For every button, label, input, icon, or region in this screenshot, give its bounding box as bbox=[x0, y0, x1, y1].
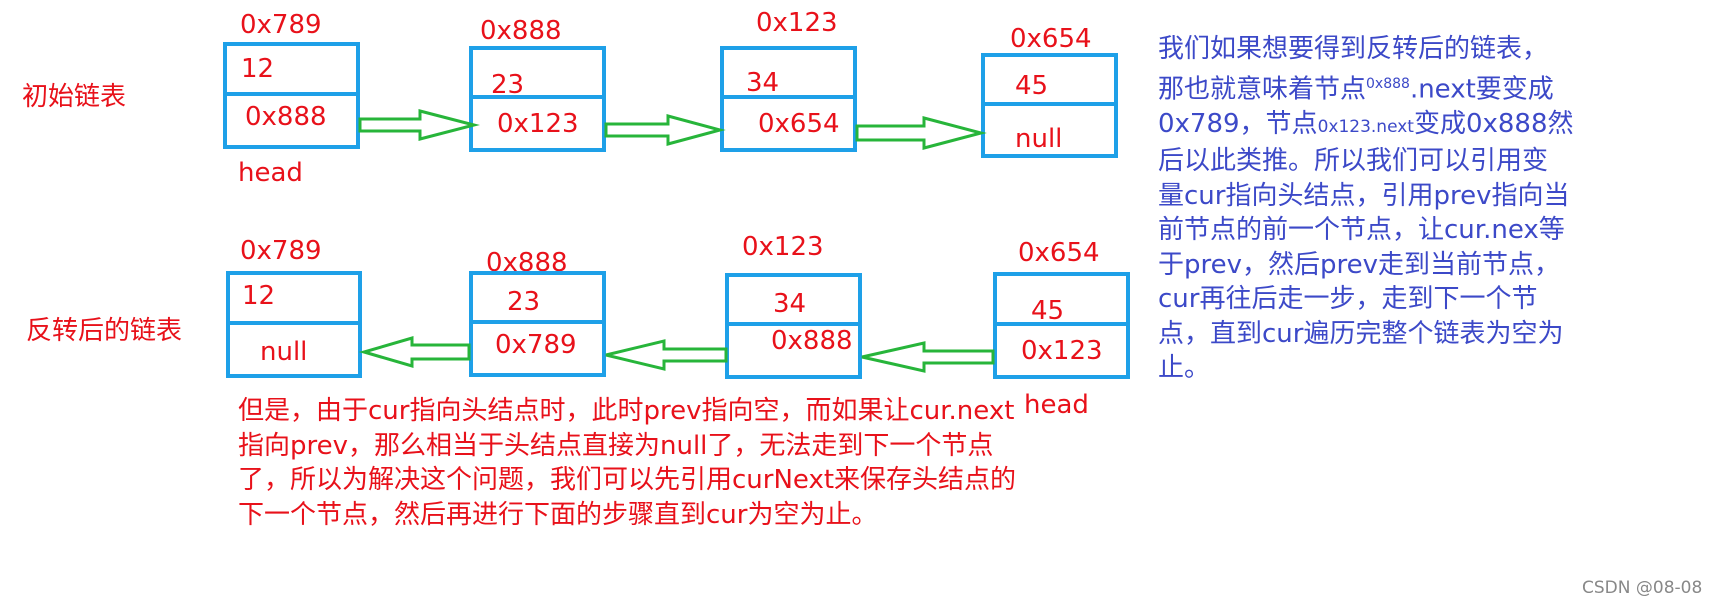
node-value: 23 bbox=[473, 50, 602, 100]
note-line: 那也就意味着节点0x888.next要变成 bbox=[1158, 67, 1718, 107]
note-line: 于prev，然后prev走到当前节点， bbox=[1158, 249, 1561, 280]
node-next: 0x789 bbox=[495, 330, 577, 360]
node-next: 0x123 bbox=[1021, 335, 1103, 366]
list-node: 45 null bbox=[981, 53, 1118, 158]
note-line: 了，所以为解决这个问题，我们可以先引用curNext来保存头结点的 bbox=[238, 465, 1017, 495]
node-value: 45 bbox=[997, 276, 1126, 326]
right-arrow-icon bbox=[358, 109, 480, 141]
reversed-list-title: 反转后的链表 bbox=[26, 316, 183, 346]
node-address: 0x123 bbox=[756, 8, 838, 38]
node-value: 34 bbox=[729, 277, 858, 326]
note-line: 指向prev，那么相当于头结点直接为null了，无法走到下一个节点 bbox=[238, 430, 994, 461]
head-label: head bbox=[1024, 390, 1089, 420]
note-red: 但是，由于cur指向头结点时，此时prev指向空，而如果让cur.next 指向… bbox=[238, 394, 1038, 532]
note-superscript: 0x888 bbox=[1366, 75, 1410, 92]
original-list-title: 初始链表 bbox=[22, 82, 127, 112]
node-value: 45 bbox=[985, 57, 1114, 106]
note-blue: 我们如果想要得到反转后的链表， 那也就意味着节点0x888.next要变成 0x… bbox=[1158, 32, 1718, 386]
list-node: 23 0x789 bbox=[469, 271, 606, 377]
left-arrow-icon bbox=[605, 339, 728, 371]
note-line: 点，直到cur遍历完整个链表为空为 bbox=[1158, 318, 1564, 349]
right-arrow-icon bbox=[604, 114, 726, 146]
list-node: 12 0x888 bbox=[223, 42, 360, 149]
node-value: 12 bbox=[230, 275, 358, 325]
note-text: .next要变成 bbox=[1409, 74, 1554, 105]
list-node: 45 0x123 bbox=[993, 272, 1130, 379]
node-next: null bbox=[260, 336, 308, 367]
note-line: 下一个节点，然后再进行下面的步骤直到cur为空为止。 bbox=[238, 499, 878, 530]
watermark: CSDN @08-08 bbox=[1582, 578, 1703, 598]
note-line: 止。 bbox=[1158, 353, 1211, 384]
note-line: 后以此类推。所以我们可以引用变 bbox=[1158, 146, 1549, 177]
list-node: 12 null bbox=[226, 271, 362, 378]
node-value: 34 bbox=[724, 50, 853, 99]
node-address: 0x123 bbox=[742, 232, 824, 262]
node-value: 23 bbox=[473, 275, 602, 324]
node-address: 0x654 bbox=[1018, 238, 1100, 268]
node-next: null bbox=[1015, 123, 1063, 154]
note-text: 那也就意味着节点 bbox=[1158, 74, 1367, 105]
note-line: 0x789，节点0x123.next变成0x888然 bbox=[1158, 107, 1718, 145]
list-node: 34 0x654 bbox=[720, 46, 857, 152]
node-value: 12 bbox=[227, 46, 356, 96]
node-next: 0x123 bbox=[497, 109, 579, 139]
node-next: 0x888 bbox=[771, 326, 853, 356]
node-address: 0x888 bbox=[480, 16, 562, 46]
note-line: 我们如果想要得到反转后的链表， bbox=[1158, 34, 1549, 64]
note-text: 0x789，节点 bbox=[1158, 108, 1318, 139]
list-node: 34 0x888 bbox=[725, 273, 862, 379]
node-address: 0x654 bbox=[1010, 24, 1092, 54]
note-text: 变成0x888然 bbox=[1413, 108, 1574, 139]
left-arrow-icon bbox=[861, 341, 995, 373]
node-next: 0x654 bbox=[758, 109, 840, 139]
note-line: 但是，由于cur指向头结点时，此时prev指向空，而如果让cur.next bbox=[238, 396, 1015, 426]
note-line: cur再往后走一步，走到下一个节 bbox=[1158, 284, 1538, 315]
note-small-text: 0x123.next bbox=[1317, 116, 1414, 137]
list-node: 23 0x123 bbox=[469, 46, 606, 152]
node-address: 0x789 bbox=[240, 10, 322, 40]
note-line: 前节点的前一个节点，让cur.nex等 bbox=[1158, 215, 1565, 246]
head-label: head bbox=[238, 158, 303, 188]
right-arrow-icon bbox=[855, 116, 987, 150]
node-next: 0x888 bbox=[245, 101, 327, 132]
left-arrow-icon bbox=[358, 336, 471, 368]
node-address: 0x789 bbox=[240, 236, 322, 266]
note-line: 量cur指向头结点，引用prev指向当 bbox=[1158, 180, 1570, 211]
